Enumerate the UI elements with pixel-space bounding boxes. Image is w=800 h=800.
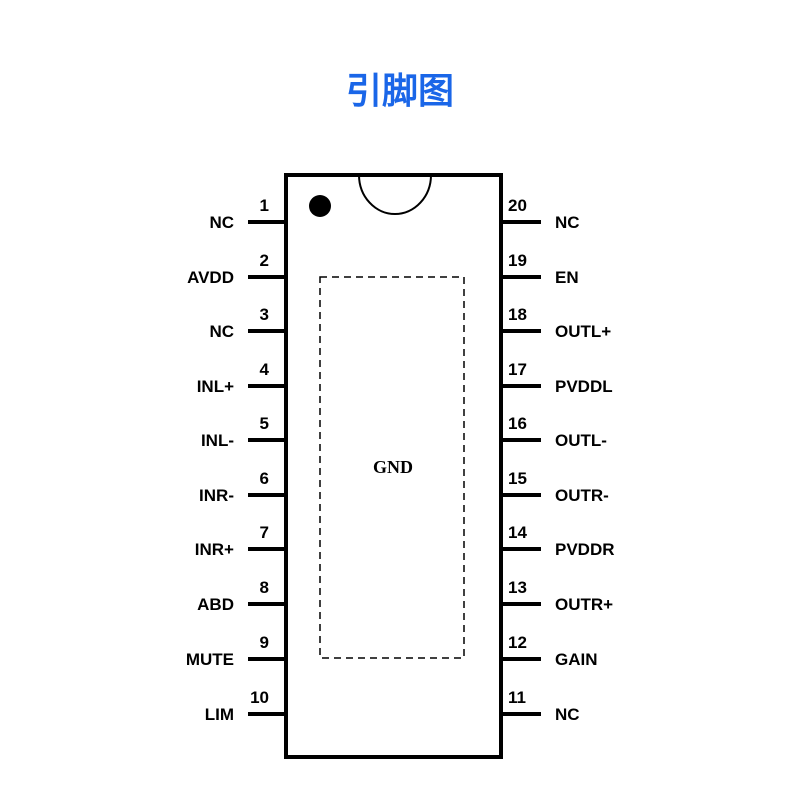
pin-name: GAIN [555, 650, 598, 669]
pin-number: 18 [508, 305, 527, 324]
pin-number: 7 [260, 523, 269, 542]
pin-number: 13 [508, 578, 527, 597]
pin-number: 6 [260, 469, 269, 488]
chip-body [284, 173, 503, 759]
pin-name: OUTR- [555, 486, 609, 505]
pin-name: EN [555, 268, 579, 287]
pin-name: PVDDL [555, 377, 613, 396]
pin-number: 19 [508, 251, 527, 270]
pin-name: ABD [197, 595, 234, 614]
pin-number: 10 [250, 688, 269, 707]
pin-number: 3 [260, 305, 269, 324]
left-pin: 3NC [209, 305, 286, 341]
pin-name: NC [209, 213, 234, 232]
pin-name: AVDD [187, 268, 234, 287]
pin-number: 11 [508, 688, 526, 707]
pin-name: MUTE [186, 650, 234, 669]
pin-number: 5 [260, 414, 269, 433]
pin-number: 1 [260, 196, 269, 215]
exposed-pad-label: GND [373, 457, 413, 477]
pin-number: 8 [260, 578, 269, 597]
pin-number: 14 [508, 523, 527, 542]
pin-number: 15 [508, 469, 527, 488]
pin-name: NC [209, 322, 234, 341]
pin-name: INL- [201, 431, 234, 450]
pin-number: 12 [508, 633, 527, 652]
pin-name: OUTL- [555, 431, 607, 450]
pin-number: 4 [260, 360, 270, 379]
pin-name: NC [555, 705, 580, 724]
pin-number: 20 [508, 196, 527, 215]
pin1-marker-dot [309, 195, 331, 217]
pin-name: INR- [199, 486, 234, 505]
left-pin: 1NC [209, 196, 286, 232]
pin-name: INL+ [197, 377, 234, 396]
pin-name: NC [555, 213, 580, 232]
pin-name: INR+ [195, 540, 234, 559]
exposed-pad [319, 276, 465, 659]
pin-name: LIM [205, 705, 234, 724]
pin-name: OUTR+ [555, 595, 613, 614]
pin-number: 16 [508, 414, 527, 433]
page-title: 引脚图 [345, 71, 454, 112]
pin-number: 2 [260, 251, 269, 270]
pin-number: 17 [508, 360, 527, 379]
pin-name: OUTL+ [555, 322, 611, 341]
pin-name: PVDDR [555, 540, 615, 559]
chip-notch [358, 174, 432, 216]
pin-number: 9 [260, 633, 269, 652]
